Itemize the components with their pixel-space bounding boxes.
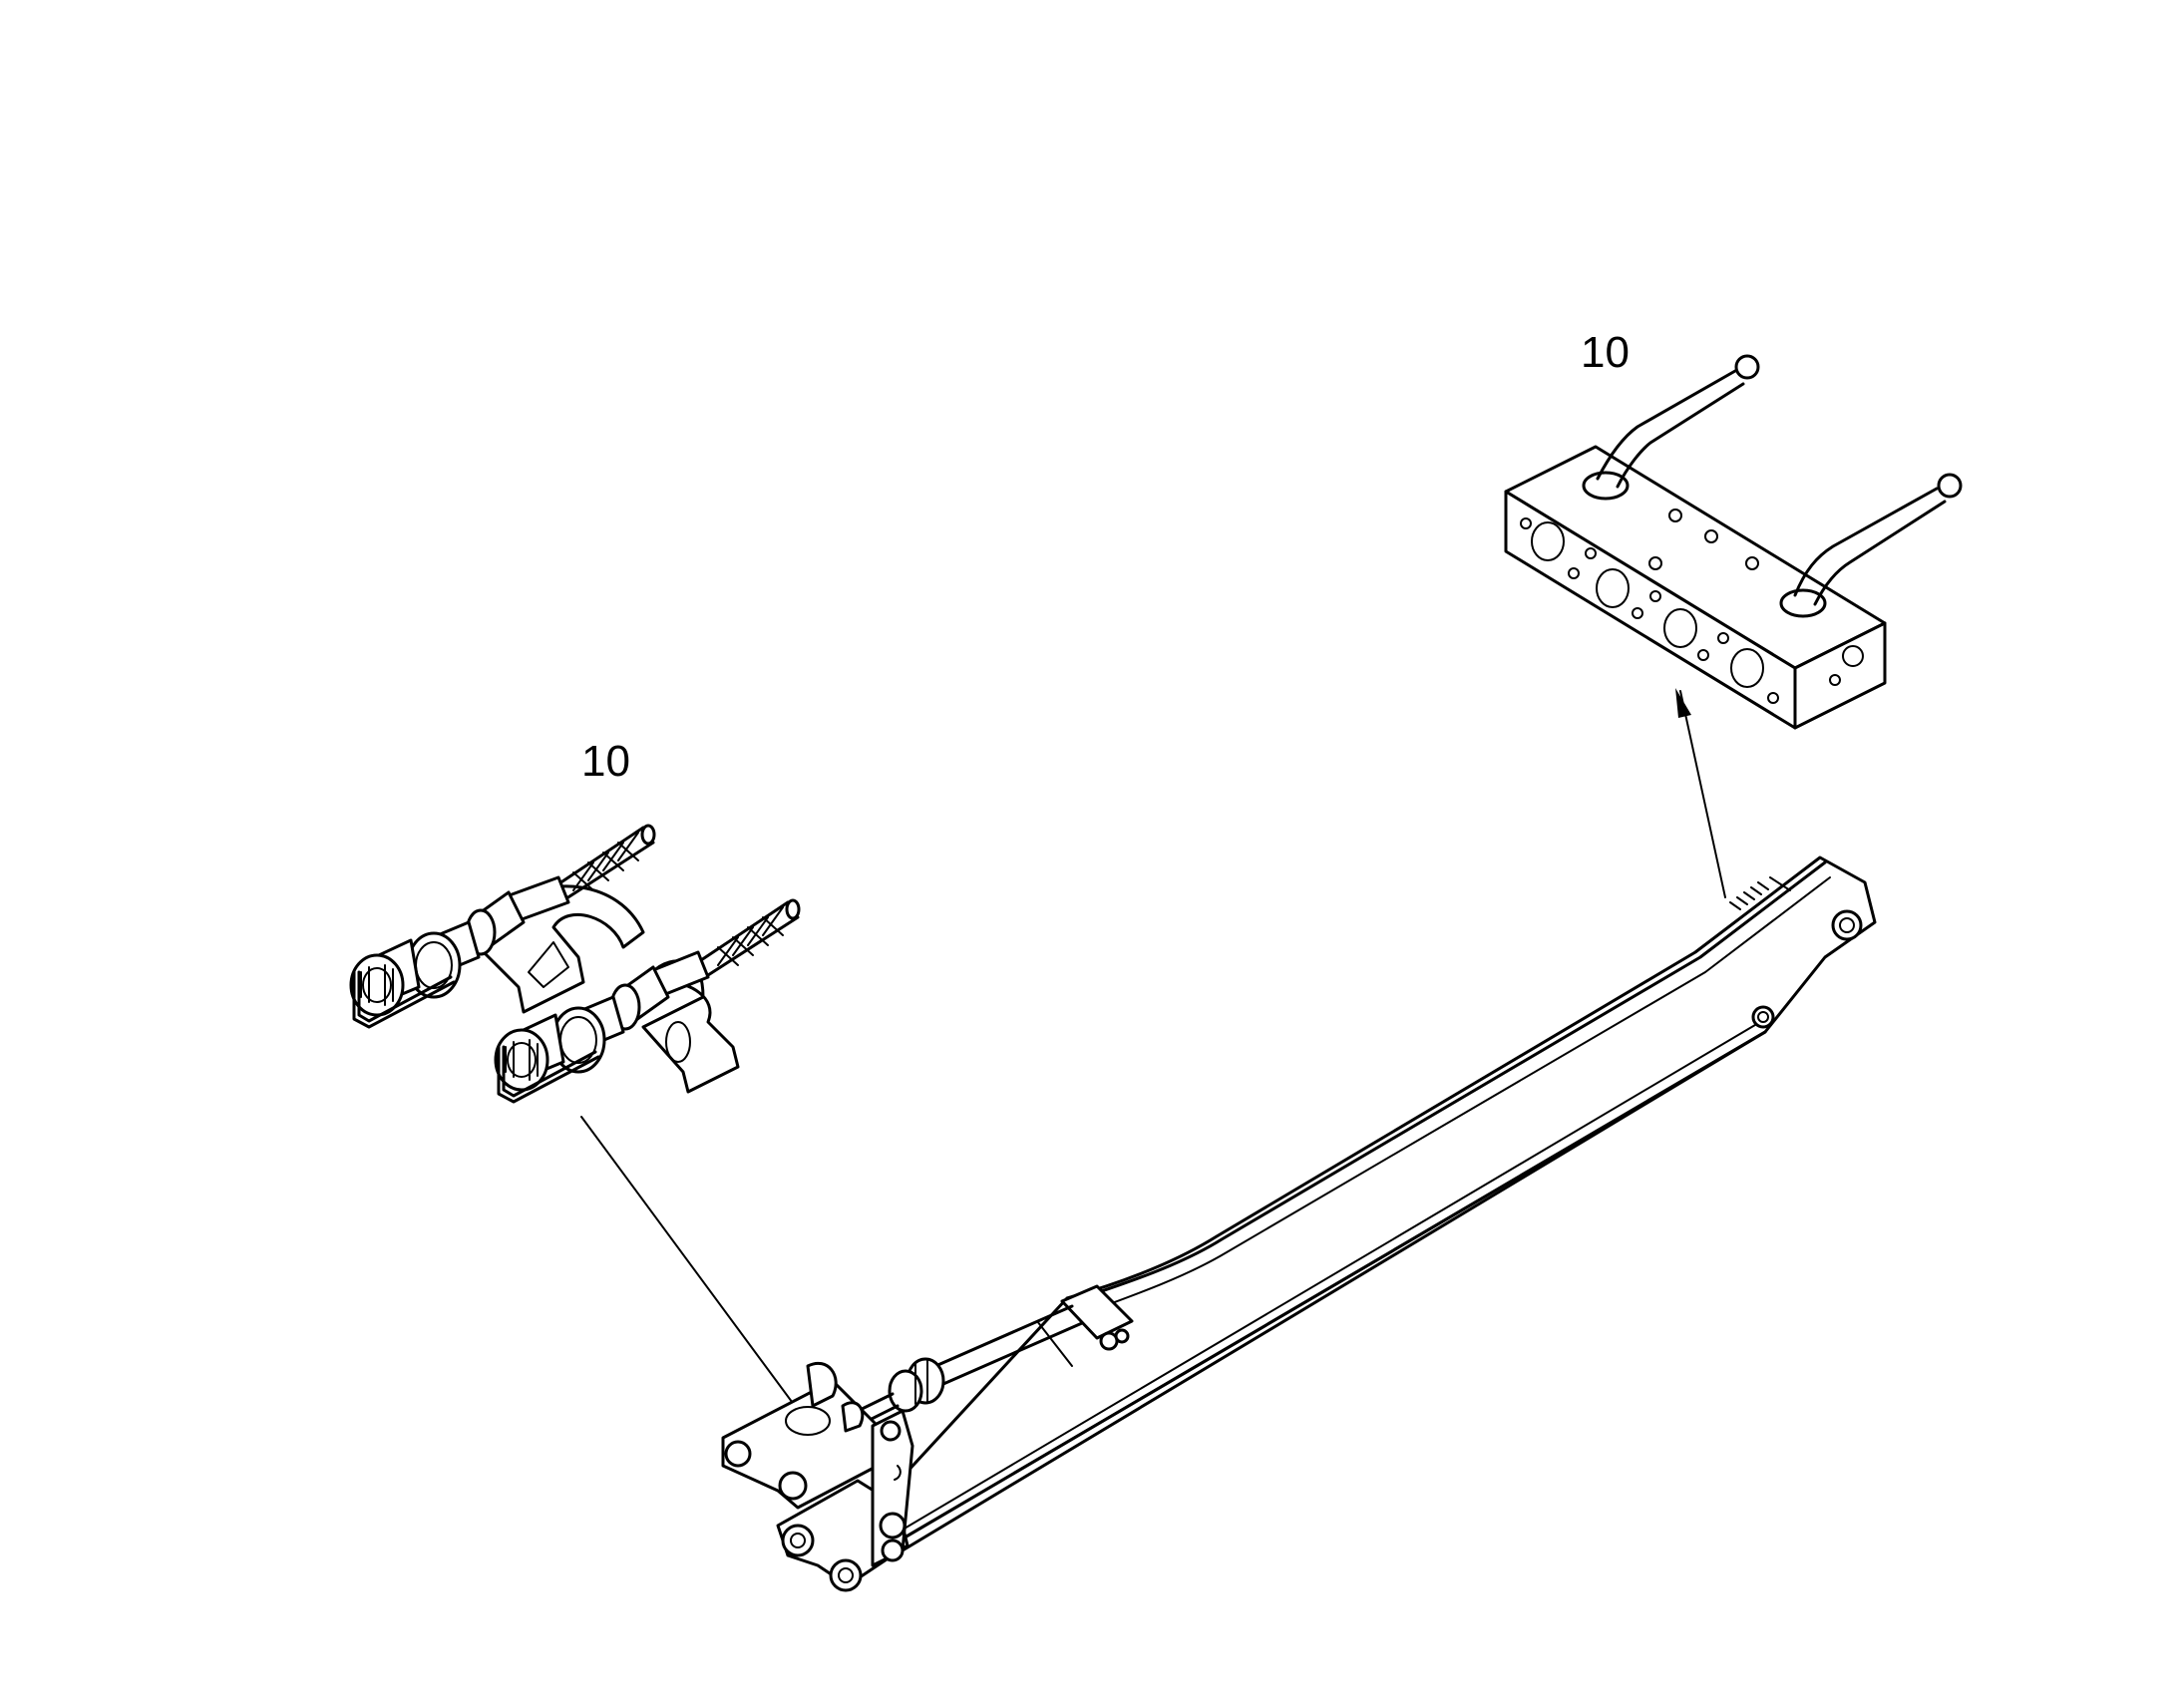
leader-arrow-valve-block [1675, 688, 1726, 898]
boom-arm[interactable] [721, 855, 1877, 1592]
quick-coupler-lower[interactable] [494, 950, 710, 1104]
callout-label-quick-couplers[interactable]: 10 [581, 737, 630, 786]
valve-block[interactable] [1504, 354, 1963, 730]
valve-lever-right[interactable] [1779, 473, 1963, 618]
boom-base-pivot [721, 1030, 1767, 1592]
hydraulic-hose-upper [551, 824, 656, 902]
boom-head [1729, 856, 1876, 1029]
quick-coupler-assembly[interactable] [349, 824, 801, 1104]
hydraulic-cylinder [846, 1304, 1084, 1430]
valve-lever-left[interactable] [1582, 354, 1760, 501]
cylinder-mount [1060, 1284, 1134, 1351]
quick-coupler-upper[interactable] [349, 875, 570, 1029]
callout-label-valve-block[interactable]: 10 [1581, 328, 1630, 377]
valve-block-ports [1520, 509, 1864, 704]
hydraulic-hose-lower [696, 898, 801, 977]
